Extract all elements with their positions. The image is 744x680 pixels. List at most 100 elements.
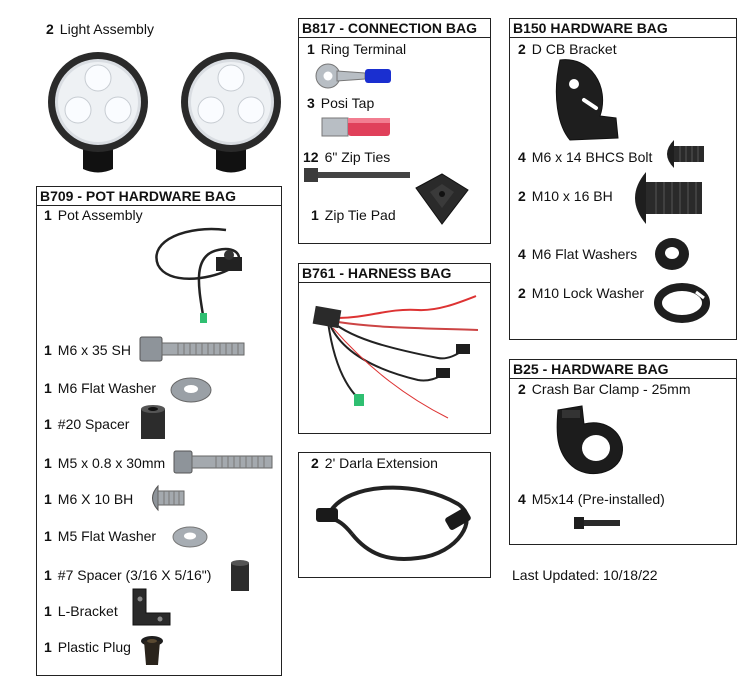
b709-pot-hardware-bag: B709 - POT HARDWARE BAG <box>36 186 282 676</box>
item-qty: 1 <box>44 528 52 544</box>
box-title: B25 - HARDWARE BAG <box>510 360 736 379</box>
item-qty: 2 <box>518 188 526 204</box>
item-qty: 1 <box>307 41 315 57</box>
spacer-icon <box>141 405 165 439</box>
item-label: Light Assembly <box>59 21 154 37</box>
list-item: 1 #20 Spacer <box>44 416 129 432</box>
item-qty: 1 <box>44 567 52 583</box>
list-item: 1 Ring Terminal <box>307 41 406 57</box>
item-qty: 2 <box>518 285 526 301</box>
socket-head-bolt-icon <box>139 336 245 362</box>
list-item: 2 2' Darla Extension <box>311 455 438 471</box>
list-item: 1 M5 Flat Washer <box>44 528 156 544</box>
button-head-bolt-icon <box>667 140 704 168</box>
item-label: M6 Flat Washer <box>57 380 157 396</box>
item-qty: 3 <box>307 95 315 111</box>
item-qty: 4 <box>518 149 526 165</box>
socket-head-bolt-icon <box>574 517 620 529</box>
last-updated-text: Last Updated: 10/18/22 <box>512 567 658 583</box>
item-label: M6 X 10 BH <box>57 491 134 507</box>
item-label: M6 x 35 SH <box>57 342 131 358</box>
l-bracket-icon <box>132 588 171 626</box>
list-item: 2 M10 x 16 BH <box>518 188 613 204</box>
item-label: M10 x 16 BH <box>531 188 613 204</box>
item-qty: 4 <box>518 246 526 262</box>
item-label: #20 Spacer <box>57 416 130 432</box>
box-title: B150 HARDWARE BAG <box>510 19 736 38</box>
item-label: Crash Bar Clamp - 25mm <box>531 381 691 397</box>
item-label: M6 Flat Washers <box>531 246 638 262</box>
list-item: 1 Pot Assembly <box>44 207 143 223</box>
item-label: M5x14 (Pre-installed) <box>531 491 665 507</box>
box-title: B761 - HARNESS BAG <box>299 264 490 283</box>
item-label: #7 Spacer (3/16 X 5/16") <box>57 567 212 583</box>
list-item: 1 #7 Spacer (3/16 X 5/16") <box>44 567 211 583</box>
list-item: 1 Plastic Plug <box>44 639 131 655</box>
list-item: 12 6" Zip Ties <box>303 149 390 165</box>
zip-tie-pad-icon <box>415 173 469 225</box>
posi-tap-icon <box>321 117 390 137</box>
item-label: L-Bracket <box>57 603 118 619</box>
item-qty: 4 <box>518 491 526 507</box>
list-item: 1 M5 x 0.8 x 30mm <box>44 455 165 471</box>
flat-washer-icon <box>172 526 208 548</box>
list-item: 2 M10 Lock Washer <box>518 285 644 301</box>
pot-assembly-illustration <box>155 227 242 323</box>
darla-extension-box <box>298 452 491 578</box>
item-qty: 1 <box>44 639 52 655</box>
item-qty: 1 <box>44 380 52 396</box>
item-label: Ring Terminal <box>320 41 407 57</box>
item-qty: 1 <box>44 342 52 358</box>
button-head-bolt-icon <box>152 484 185 512</box>
item-label: Pot Assembly <box>57 207 143 223</box>
list-item: 3 Posi Tap <box>307 95 374 111</box>
extension-cable-illustration <box>316 485 471 561</box>
item-qty: 1 <box>44 455 52 471</box>
item-label: M10 Lock Washer <box>531 285 645 301</box>
item-qty: 1 <box>44 603 52 619</box>
list-item: 1 L-Bracket <box>44 603 118 619</box>
list-item: 1 M6 x 35 SH <box>44 342 131 358</box>
list-item: 4 M5x14 (Pre-installed) <box>518 491 665 507</box>
b817-connection-bag: B817 - CONNECTION BAG <box>298 18 491 244</box>
item-qty: 1 <box>311 207 319 223</box>
crash-bar-clamp-icon <box>556 405 623 475</box>
button-head-bolt-icon <box>635 172 702 224</box>
b761-harness-bag: B761 - HARNESS BAG <box>298 263 491 434</box>
spacer-icon <box>231 560 249 591</box>
item-label: M5 Flat Washer <box>57 528 157 544</box>
item-label: 6" Zip Ties <box>324 149 391 165</box>
item-qty: 2 <box>311 455 319 471</box>
flat-washer-icon <box>170 377 212 403</box>
item-label: M5 x 0.8 x 30mm <box>57 455 166 471</box>
list-item: 1 M6 X 10 BH <box>44 491 133 507</box>
d-bracket-icon <box>555 59 619 141</box>
item-label: Zip Tie Pad <box>324 207 396 223</box>
light-assembly-item: 2 Light Assembly <box>46 21 154 37</box>
item-qty: 2 <box>46 21 54 37</box>
b150-hardware-bag: B150 HARDWARE BAG <box>509 18 737 340</box>
flat-washer-icon <box>655 238 689 270</box>
item-qty: 1 <box>44 207 52 223</box>
item-label: 2' Darla Extension <box>324 455 438 471</box>
item-qty: 12 <box>303 149 319 165</box>
wiring-harness-illustration <box>312 295 479 419</box>
list-item: 1 M6 Flat Washer <box>44 380 156 396</box>
list-item: 4 M6 Flat Washers <box>518 246 637 262</box>
box-title: B709 - POT HARDWARE BAG <box>37 187 281 206</box>
item-qty: 1 <box>44 491 52 507</box>
light-assembly-illustration <box>48 52 281 173</box>
item-qty: 2 <box>518 41 526 57</box>
ring-terminal-icon <box>315 63 391 89</box>
list-item: 1 Zip Tie Pad <box>311 207 396 223</box>
lock-washer-icon <box>654 283 710 323</box>
item-qty: 2 <box>518 381 526 397</box>
box-title: B817 - CONNECTION BAG <box>299 19 490 38</box>
zip-tie-icon <box>304 168 410 182</box>
item-label: Plastic Plug <box>57 639 131 655</box>
item-qty: 1 <box>44 416 52 432</box>
item-label: Posi Tap <box>320 95 375 111</box>
b25-hardware-bag: B25 - HARDWARE BAG <box>509 359 737 545</box>
